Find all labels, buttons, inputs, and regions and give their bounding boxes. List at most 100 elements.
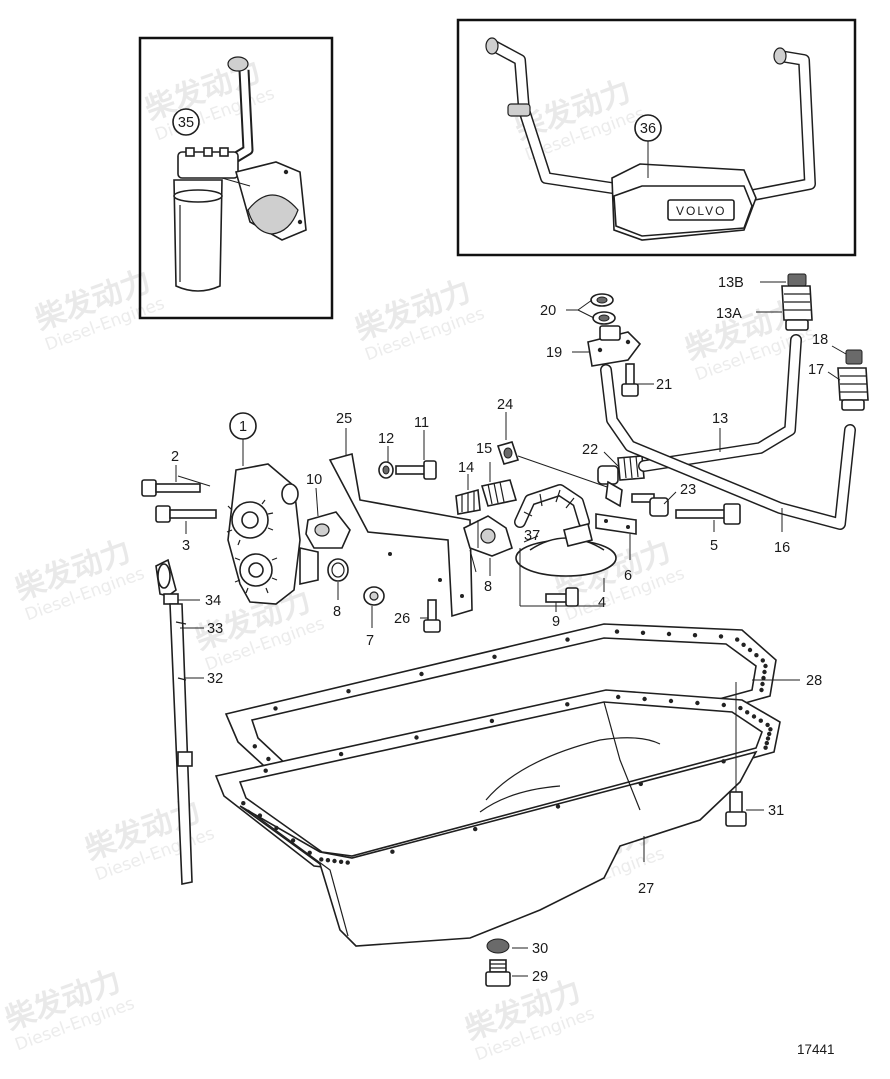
callout-12: 12 <box>378 431 394 447</box>
valve-10: 10 <box>305 472 351 549</box>
bolt-hole <box>565 702 570 707</box>
callout-15: 15 <box>476 441 492 457</box>
callout-23: 23 <box>680 482 696 498</box>
callout-16: 16 <box>774 540 790 556</box>
callout-4: 4 <box>598 595 606 611</box>
bolt-3: 3 <box>155 505 217 554</box>
callout-19: 19 <box>546 345 562 361</box>
bolt-hole <box>241 801 246 806</box>
callout-17: 17 <box>808 362 824 378</box>
callout-30: 30 <box>532 941 548 957</box>
oil-pipe-16: 16 <box>600 364 856 556</box>
callout-22: 22 <box>582 442 598 458</box>
bolt-hole <box>642 696 647 702</box>
bolt-hole <box>614 629 620 634</box>
callout-10: 10 <box>306 472 322 488</box>
bolt-hole <box>565 637 570 642</box>
bolt-hole <box>751 714 757 719</box>
bolt-hole <box>760 658 765 663</box>
callout-37: 37 <box>524 528 540 544</box>
callout-circle <box>172 108 200 136</box>
callout-32: 32 <box>207 671 223 687</box>
bolt-hole <box>346 689 351 694</box>
inset-oil-cooler-box: VOLVO 36 <box>456 18 857 257</box>
washer-30: 30 <box>486 938 548 957</box>
callout-24: 24 <box>497 397 513 413</box>
bolt-hole <box>735 637 740 642</box>
fitting-13a: 13A <box>716 285 813 331</box>
bolt-hole <box>721 759 726 764</box>
bolt-hole <box>768 727 773 732</box>
bolt-hole <box>761 675 766 681</box>
oil-pipe-13: 13 <box>638 334 802 472</box>
callout-13b: 13B <box>718 275 744 291</box>
bolt-hole <box>745 710 750 715</box>
flange-19: 19 <box>546 325 642 367</box>
cap-24: 24 <box>496 397 611 489</box>
bolt-hole <box>390 849 395 854</box>
bolt-hole <box>721 702 726 708</box>
bolt-hole <box>273 706 278 711</box>
fitting-17: 17 <box>808 362 869 411</box>
bolt-hole <box>765 722 770 728</box>
callout-8-left: 8 <box>333 604 341 620</box>
nut-7: 7 <box>363 586 385 649</box>
bolt-hole <box>473 826 478 832</box>
callout-36: 36 <box>640 121 656 137</box>
washer-12: 12 <box>378 431 394 479</box>
bracket-6: 6 <box>595 513 637 584</box>
callout-6: 6 <box>624 568 632 584</box>
oil-pan-27: 27 <box>214 689 781 947</box>
callout-21: 21 <box>656 377 672 393</box>
bolt-hole <box>252 744 257 749</box>
bolt-31: 31 <box>725 682 784 827</box>
callout-circle <box>634 114 662 142</box>
bolt-hole <box>747 647 753 653</box>
bolt-hole <box>741 642 746 647</box>
callout-18: 18 <box>812 332 828 348</box>
bolt-5: 5 <box>675 503 741 554</box>
bolt-hole <box>758 718 763 723</box>
bolt-hole <box>290 838 296 843</box>
bolt-hole <box>762 669 767 675</box>
callout-2: 2 <box>171 449 179 465</box>
bolt-hole <box>419 671 424 677</box>
bolt-hole <box>414 735 419 740</box>
bolt-hole <box>666 631 672 637</box>
callout-7: 7 <box>366 633 374 649</box>
bolt-hole <box>492 654 497 659</box>
callout-9: 9 <box>552 614 560 630</box>
oil-strainer-4: 37 4 <box>514 484 617 611</box>
bolt-hole <box>763 663 768 669</box>
callout-29: 29 <box>532 969 548 985</box>
fitting-14: 14 <box>455 460 481 515</box>
washers-20: 20 <box>540 293 616 325</box>
bolt-hole <box>695 700 700 706</box>
bolt-hole <box>738 705 743 711</box>
cooler-brand-mark: VOLVO <box>676 204 726 218</box>
callout-13a: 13A <box>716 306 742 322</box>
bolt-hole <box>345 860 350 865</box>
bolt-hole <box>692 633 698 638</box>
callout-8-right: 8 <box>484 579 492 595</box>
callout-20: 20 <box>540 303 556 319</box>
bolt-hole <box>754 653 759 658</box>
bolt-9: 9 <box>545 587 579 630</box>
figure-number: 17441 <box>797 1042 835 1057</box>
bolt-hole <box>307 850 312 855</box>
bolt-hole <box>338 751 344 757</box>
bolt-hole <box>763 745 768 750</box>
bolt-21: 21 <box>621 363 672 397</box>
callout-5: 5 <box>710 538 718 554</box>
bolt-hole <box>764 740 769 746</box>
bolt-hole <box>257 813 263 818</box>
fitting-15: 15 <box>476 441 518 507</box>
bolt-11: 11 <box>395 415 437 480</box>
callout-13: 13 <box>712 411 728 427</box>
callout-34: 34 <box>205 593 221 609</box>
callout-25: 25 <box>336 411 352 427</box>
bolt-hole <box>319 857 324 862</box>
bolt-hole <box>640 630 646 635</box>
bracket-25: 25 <box>328 411 473 618</box>
